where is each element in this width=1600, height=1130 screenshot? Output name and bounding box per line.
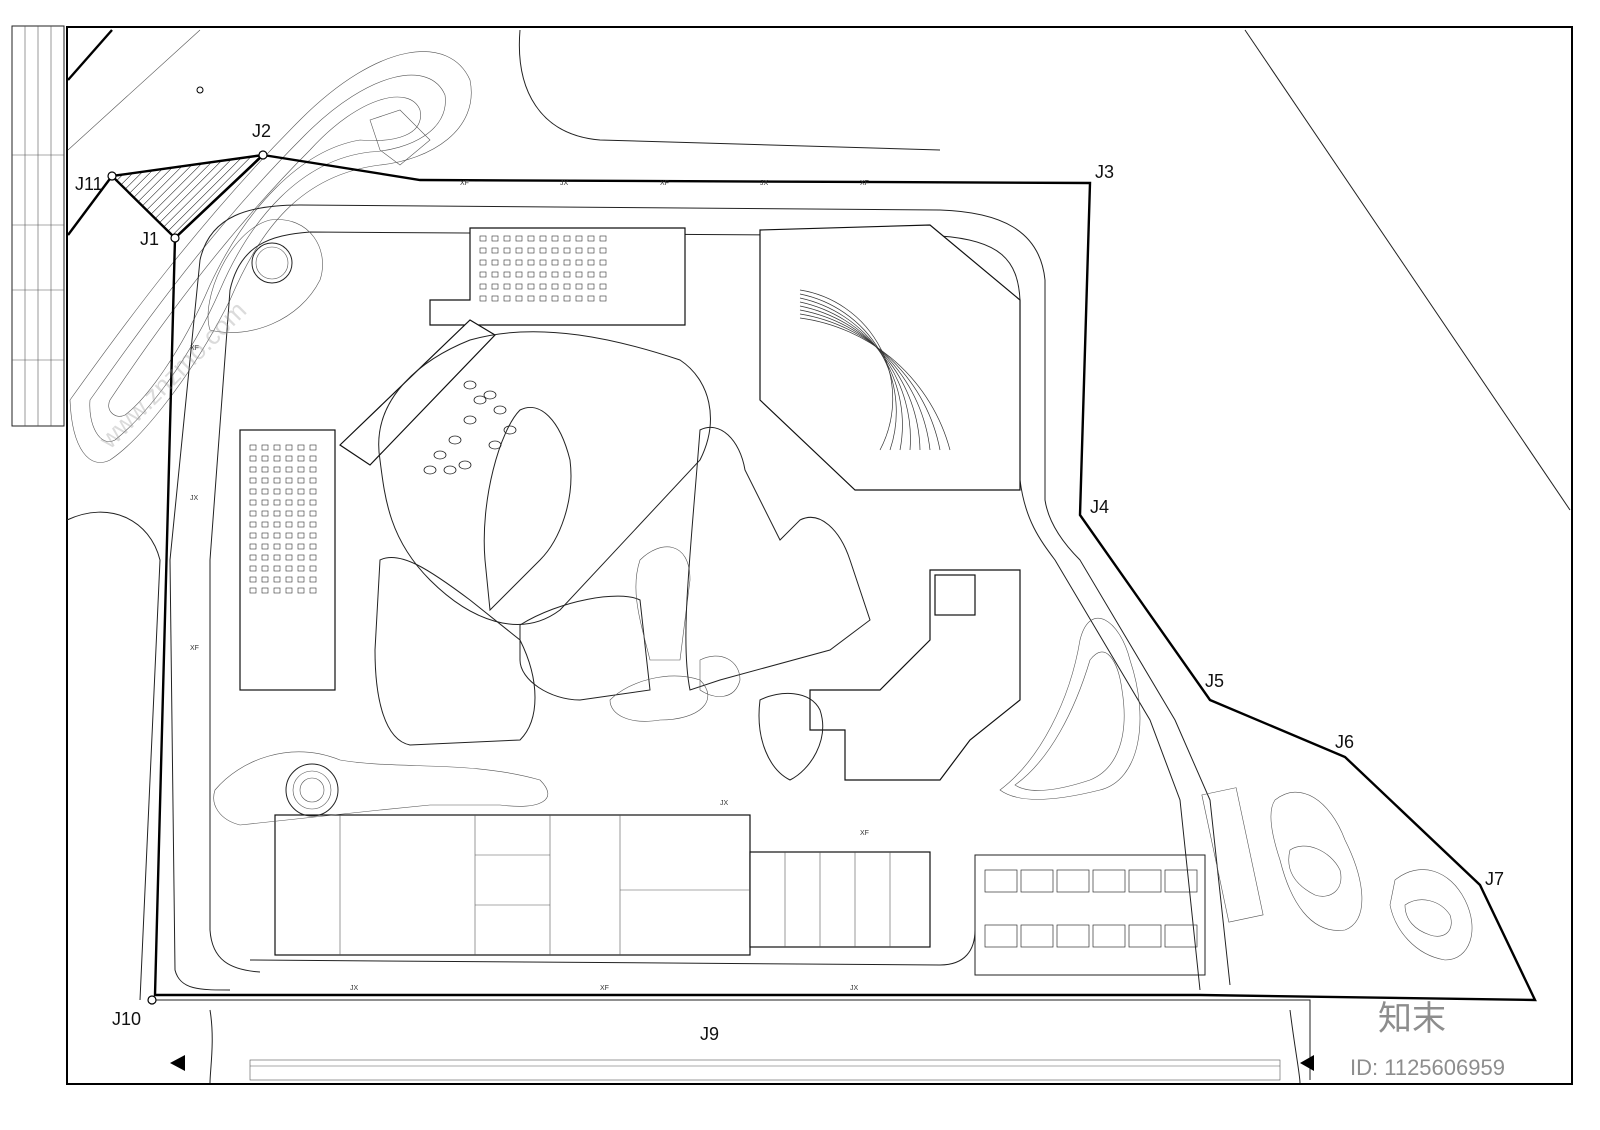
pipe-label: JX: [350, 985, 359, 992]
pipe-line-labels: XF JX XF JX XF JX XF JX XF JX XF JX XF: [190, 180, 869, 992]
building-conference-north: [429, 227, 686, 326]
drawing-frame: [66, 26, 1573, 1085]
building-conference-west: [239, 429, 336, 691]
control-point-markers: [107, 86, 1314, 1071]
pipe-label: XF: [860, 180, 869, 187]
pipe-label: XF: [660, 180, 669, 187]
point-label-j2: J2: [252, 121, 271, 141]
pipe-label: JX: [850, 985, 859, 992]
point-label-j4: J4: [1090, 497, 1109, 517]
pipe-label: JX: [560, 180, 569, 187]
east-contours: [999, 617, 1473, 961]
roundabout-top: [207, 219, 323, 333]
building-south-long: [274, 814, 931, 956]
watermark-id: ID: 1125606959: [1350, 1055, 1505, 1080]
hatched-triangle: [67, 29, 267, 240]
point-label-j11: J11: [75, 174, 103, 194]
pipe-label: JX: [760, 180, 769, 187]
pipe-label: XF: [190, 345, 199, 352]
site-boundary: [153, 153, 1537, 1002]
building-diagonal-wing: [339, 319, 496, 466]
central-landscape: [374, 331, 871, 781]
watermark-logo: 知末: [1378, 999, 1446, 1039]
pipe-label: XF: [190, 645, 199, 652]
fountain-plaza: [213, 751, 549, 826]
pipe-label: JX: [190, 495, 199, 502]
point-label-j6: J6: [1335, 732, 1354, 752]
building-auditorium: [759, 224, 1021, 491]
pipe-label: XF: [860, 830, 869, 837]
building-east-cluster: [809, 569, 1021, 781]
point-label-j5: J5: [1205, 671, 1224, 691]
roads: [66, 29, 1571, 1084]
pipe-label: XF: [460, 180, 469, 187]
contour-hill: [69, 51, 472, 463]
point-label-j9: J9: [700, 1024, 719, 1044]
point-label-j10: J10: [112, 1009, 141, 1029]
pipe-label: XF: [600, 985, 609, 992]
title-block: [11, 25, 65, 427]
point-label-j7: J7: [1485, 869, 1504, 889]
point-label-j1: J1: [140, 229, 159, 249]
pipe-label: JX: [720, 800, 729, 807]
parking-lot: [974, 854, 1206, 976]
rockery-cluster: [423, 380, 517, 475]
point-label-j3: J3: [1095, 162, 1114, 182]
internal-roads: [169, 204, 1231, 991]
